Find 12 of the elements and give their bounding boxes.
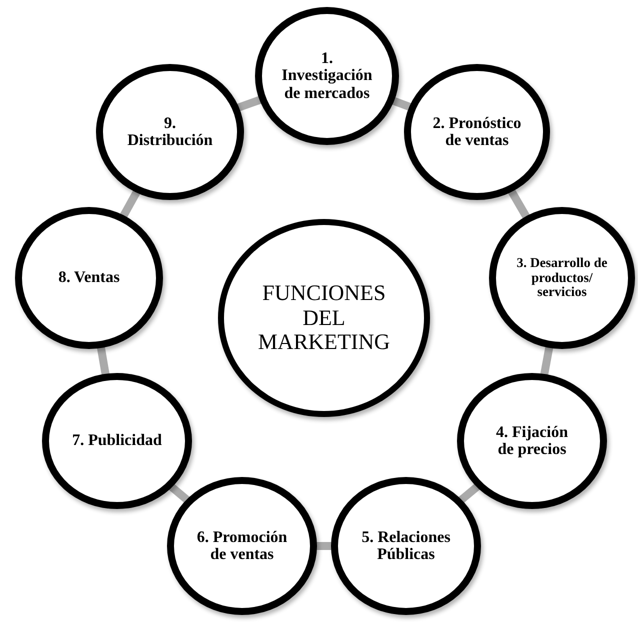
connector-line [456,482,482,505]
connector-line [167,482,192,504]
circle-label: 3. Desarrollo de productos/ servicios [516,256,608,300]
circle-label: 2. Pronóstico de ventas [432,114,522,150]
circle-label: FUNCIONES DEL MARKETING [257,281,391,355]
circle-label: 8. Ventas [58,269,120,287]
circle-label: 5. Relaciones Públicas [360,528,452,564]
circle-label: 7. Publicidad [72,432,162,450]
circle-label: 1. Investigación de mercados [280,50,374,102]
circle-label: 6. Promoción de ventas [196,528,288,564]
circle-label: 9. Distribución [126,114,214,150]
circle-label: 4. Fijación de precios [495,424,569,458]
